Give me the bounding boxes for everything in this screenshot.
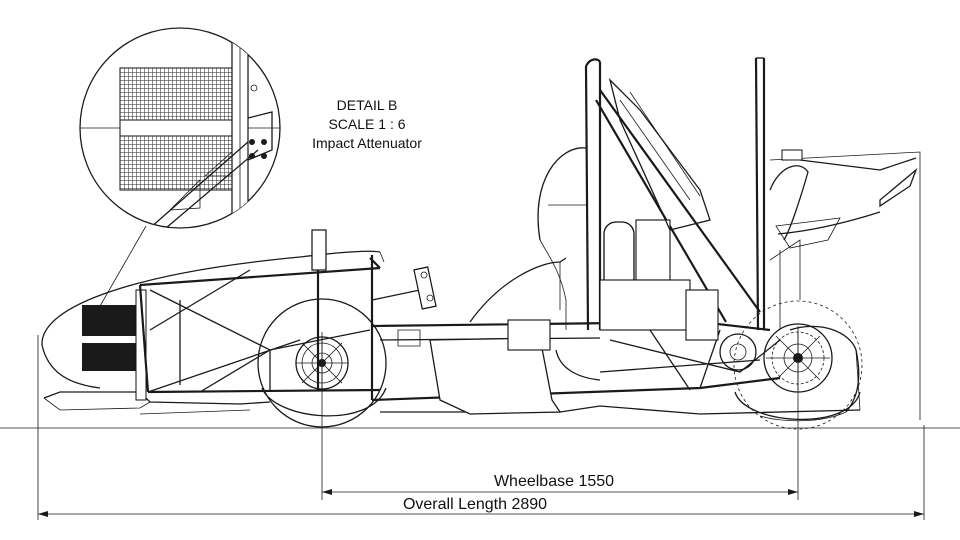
- detail-scale: SCALE 1 : 6: [328, 116, 405, 132]
- driver-seat: [537, 147, 587, 330]
- detail-attenuator-block-lower: [119, 135, 233, 191]
- overall-length-dimension: [37, 335, 925, 520]
- detail-title: DETAIL B: [337, 97, 398, 113]
- detail-attenuator-block-upper: [119, 67, 233, 121]
- steering-assembly: [311, 229, 437, 310]
- rear-wing: [769, 149, 918, 330]
- nose-cone: [41, 250, 381, 346]
- powertrain: [397, 77, 757, 415]
- detail-caption: Impact Attenuator: [312, 135, 422, 151]
- overall-length-label: Overall Length 2890: [403, 496, 547, 513]
- detail-b-view: [79, 27, 281, 321]
- wheelbase-label: Wheelbase 1550: [494, 473, 614, 490]
- undertray: [43, 391, 271, 405]
- wheelbase-dimension: [321, 332, 799, 500]
- impact-attenuator: [82, 289, 147, 401]
